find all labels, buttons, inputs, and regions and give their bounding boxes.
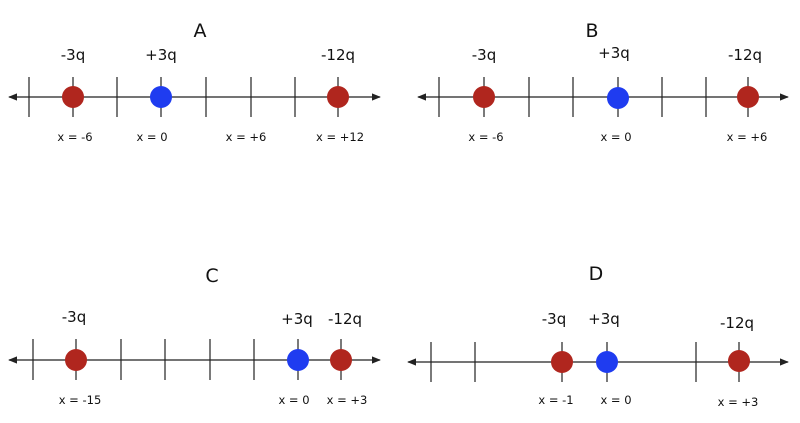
panel-b-charge-3-label: -12q — [728, 46, 762, 64]
panel-a-charge-3-label: -12q — [321, 46, 355, 64]
panel-c-charge-3-dot — [330, 349, 352, 371]
panel-a: A -3q +3q -12q x = -6 x = 0 x = +6 x = +… — [8, 20, 381, 144]
panel-b: B -3q +3q -12q x = -6 x = 0 x = +6 — [417, 20, 789, 144]
panel-d-charge-3-position: x = +3 — [718, 395, 759, 409]
panel-a-marker-position: x = +6 — [226, 130, 267, 144]
panel-d-charge-2-label: +3q — [588, 310, 620, 328]
panel-c-charge-2-label: +3q — [281, 310, 313, 328]
panel-a-charge-1-label: -3q — [61, 46, 85, 64]
panel-a-charge-2-label: +3q — [145, 46, 177, 64]
panel-a-charge-3-dot — [327, 86, 349, 108]
panel-d-charge-1-label: -3q — [542, 310, 566, 328]
panel-d-title: D — [589, 263, 604, 285]
panel-d-charge-2-dot — [596, 351, 618, 373]
panel-d: D -3q +3q -12q x = -1 x = 0 x = +3 — [407, 263, 789, 409]
panel-b-charge-2-dot — [607, 87, 629, 109]
panel-a-charge-2-position: x = 0 — [136, 130, 167, 144]
panel-c-charge-2-position: x = 0 — [278, 393, 309, 407]
panel-c-charge-1-dot — [65, 349, 87, 371]
panel-a-charge-3-position: x = +12 — [316, 130, 364, 144]
panel-b-charge-2-label: +3q — [598, 44, 630, 62]
panel-b-charge-2-position: x = 0 — [600, 130, 631, 144]
panel-a-charge-1-dot — [62, 86, 84, 108]
panel-b-charge-3-position: x = +6 — [727, 130, 768, 144]
panel-c-charge-1-position: x = -15 — [59, 393, 102, 407]
panel-b-charge-1-label: -3q — [472, 46, 496, 64]
panel-b-charge-1-dot — [473, 86, 495, 108]
panel-c: C -3q +3q -12q x = -15 x = 0 x = +3 — [8, 265, 381, 407]
panel-a-title: A — [194, 20, 207, 42]
panel-b-charge-1-position: x = -6 — [468, 130, 503, 144]
panel-c-charge-2-dot — [287, 349, 309, 371]
panel-d-charge-3-dot — [728, 350, 750, 372]
panel-d-charge-1-dot — [551, 351, 573, 373]
panel-b-charge-3-dot — [737, 86, 759, 108]
panel-a-charge-1-position: x = -6 — [57, 130, 92, 144]
panel-d-charge-1-position: x = -1 — [538, 393, 573, 407]
panel-c-charge-3-label: -12q — [328, 310, 362, 328]
panel-b-title: B — [585, 20, 598, 42]
panel-c-charge-1-label: -3q — [62, 308, 86, 326]
panel-d-charge-3-label: -12q — [720, 314, 754, 332]
panel-d-charge-2-position: x = 0 — [600, 393, 631, 407]
panel-c-title: C — [205, 265, 218, 287]
panel-c-charge-3-position: x = +3 — [327, 393, 368, 407]
panel-a-charge-2-dot — [150, 86, 172, 108]
